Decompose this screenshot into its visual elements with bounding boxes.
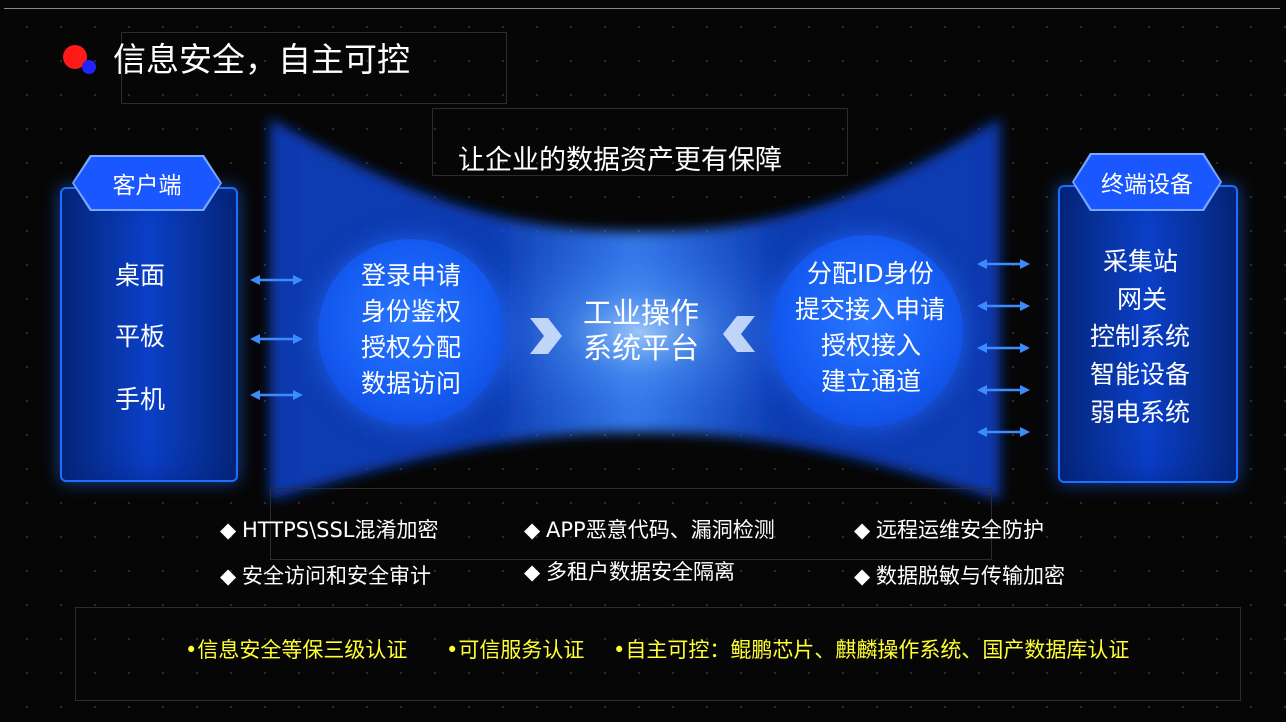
device-step: 分配ID身份: [807, 259, 934, 288]
diamond-bullet-icon: ◆: [220, 564, 237, 588]
double-arrow-icon: [977, 301, 1030, 311]
device-item-collector: 采集站: [1103, 247, 1179, 276]
platform-name-line: 系统平台: [583, 331, 700, 365]
client-step: 身份鉴权: [361, 297, 462, 326]
certification-item: •自主可控：鲲鹏芯片、麒麟操作系统、国产数据库认证: [613, 638, 1130, 662]
device-item-gateway: 网关: [1117, 285, 1168, 314]
device-step: 授权接入: [821, 331, 922, 360]
device-label: 终端设备: [1074, 155, 1220, 209]
feature-item: ◆安全访问和安全审计: [220, 562, 431, 590]
certification-frame: [75, 607, 1241, 701]
client-step: 授权分配: [361, 333, 462, 362]
feature-text: APP恶意代码、漏洞检测: [546, 518, 775, 542]
device-panel: [1058, 185, 1238, 483]
double-arrow-icon: [250, 334, 303, 344]
client-panel: [60, 187, 238, 482]
double-arrow-icon: [250, 275, 303, 285]
double-arrow-icon: [977, 259, 1030, 269]
double-arrow-icon: [250, 390, 303, 400]
client-step: 登录申请: [361, 261, 462, 290]
chevron-left-icon: [723, 316, 755, 352]
feature-text: 远程运维安全防护: [876, 518, 1044, 542]
diamond-bullet-icon: ◆: [854, 518, 871, 542]
features-frame: [270, 488, 992, 560]
diamond-bullet-icon: ◆: [524, 518, 541, 542]
double-arrow-icon: [977, 343, 1030, 353]
page-title: 信息安全，自主可控: [113, 40, 410, 79]
diamond-bullet-icon: ◆: [220, 518, 237, 542]
title-dot-blue: [82, 60, 96, 74]
feature-text: HTTPS\SSL混淆加密: [242, 518, 439, 542]
feature-text: 数据脱敏与传输加密: [876, 564, 1065, 588]
feature-item: ◆数据脱敏与传输加密: [854, 562, 1065, 590]
client-item-desktop: 桌面: [115, 261, 166, 290]
double-arrow-icon: [977, 385, 1030, 395]
title-frame: [121, 32, 507, 104]
slogan: 让企业的数据资产更有保障: [458, 145, 782, 176]
feature-item: ◆多租户数据安全隔离: [524, 558, 735, 586]
device-item-weak-current: 弱电系统: [1090, 398, 1191, 427]
platform-name-line: 工业操作: [583, 296, 700, 330]
top-border: [4, 8, 1280, 9]
feature-item: ◆远程运维安全防护: [854, 516, 1044, 544]
feature-item: ◆HTTPS\SSL混淆加密: [220, 516, 439, 544]
diamond-bullet-icon: ◆: [854, 564, 871, 588]
feature-text: 多租户数据安全隔离: [546, 560, 735, 584]
slogan-frame: [432, 108, 848, 176]
chevron-right-icon: [530, 318, 562, 354]
certification-item: •可信服务认证: [446, 638, 585, 662]
feature-text: 安全访问和安全审计: [242, 564, 431, 588]
client-step: 数据访问: [361, 369, 462, 398]
client-item-phone: 手机: [115, 385, 166, 414]
device-item-smart: 智能设备: [1090, 360, 1191, 389]
certification-item: •信息安全等保三级认证: [185, 638, 408, 662]
diamond-bullet-icon: ◆: [524, 560, 541, 584]
client-process-circle: [318, 239, 504, 425]
feature-item: ◆APP恶意代码、漏洞检测: [524, 516, 775, 544]
device-step: 提交接入申请: [795, 295, 946, 324]
device-item-control: 控制系统: [1090, 322, 1191, 351]
double-arrow-icon: [977, 427, 1030, 437]
center-glow: [450, 222, 830, 442]
device-process-circle: [771, 235, 963, 427]
platform-name: 工业操作 系统平台: [583, 296, 699, 366]
device-step: 建立通道: [821, 367, 922, 396]
client-item-tablet: 平板: [115, 322, 166, 351]
client-label: 客户端: [74, 157, 220, 209]
